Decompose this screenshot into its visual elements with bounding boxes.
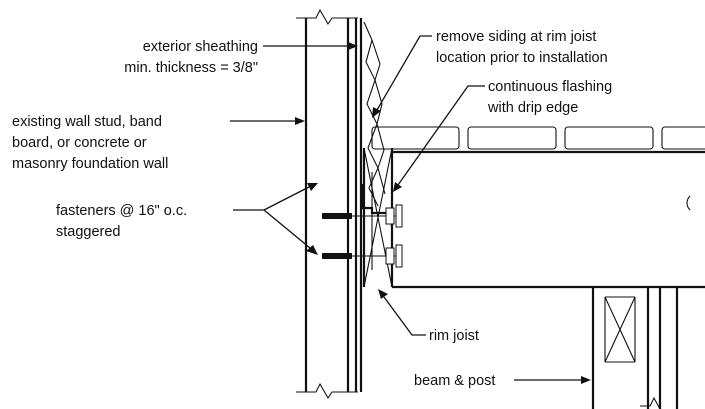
leader-rim-joist: [378, 289, 426, 336]
fastener-lower: [322, 244, 403, 268]
label-remove-siding: remove siding at rim joist location prio…: [436, 29, 608, 66]
label-existing-wall-line2: board, or concrete or: [12, 135, 147, 151]
deck-boards: [371, 126, 705, 150]
label-flashing: continuous flashing with drip edge: [487, 79, 612, 116]
label-beam-post: beam & post: [414, 373, 495, 389]
label-exterior-sheathing-line2: min. thickness = 3/8": [124, 60, 258, 76]
label-existing-wall-line3: masonry foundation wall: [12, 156, 168, 172]
siding: [363, 21, 386, 207]
leader-beam-post: [514, 376, 591, 384]
leader-existing-wall: [230, 117, 305, 125]
label-exterior-sheathing-line1: exterior sheathing: [143, 39, 258, 55]
label-flashing-line2: with drip edge: [487, 100, 578, 116]
label-fasteners-line1: fasteners @ 16" o.c.: [56, 203, 187, 219]
label-remove-siding-line2: location prior to installation: [436, 50, 608, 66]
label-rim-joist: rim joist: [429, 328, 479, 344]
leader-fasteners: [233, 183, 318, 255]
label-remove-siding-line1: remove siding at rim joist: [436, 29, 596, 45]
leader-exterior-sheathing: [263, 42, 358, 50]
label-fasteners: fasteners @ 16" o.c. staggered: [56, 203, 187, 240]
leader-flashing: [393, 85, 485, 192]
label-exterior-sheathing: exterior sheathing min. thickness = 3/8": [124, 39, 258, 76]
label-existing-wall-line1: existing wall stud, band: [12, 114, 162, 130]
label-flashing-line1: continuous flashing: [488, 79, 612, 95]
fastener-upper: [322, 204, 403, 228]
label-existing-wall: existing wall stud, band board, or concr…: [12, 114, 168, 172]
leader-remove-siding: [372, 35, 432, 118]
beam-post: [591, 288, 679, 409]
label-fasteners-line2: staggered: [56, 224, 121, 240]
exterior-sheathing: [354, 18, 363, 392]
existing-wall: [296, 8, 358, 400]
joist: [392, 150, 705, 289]
